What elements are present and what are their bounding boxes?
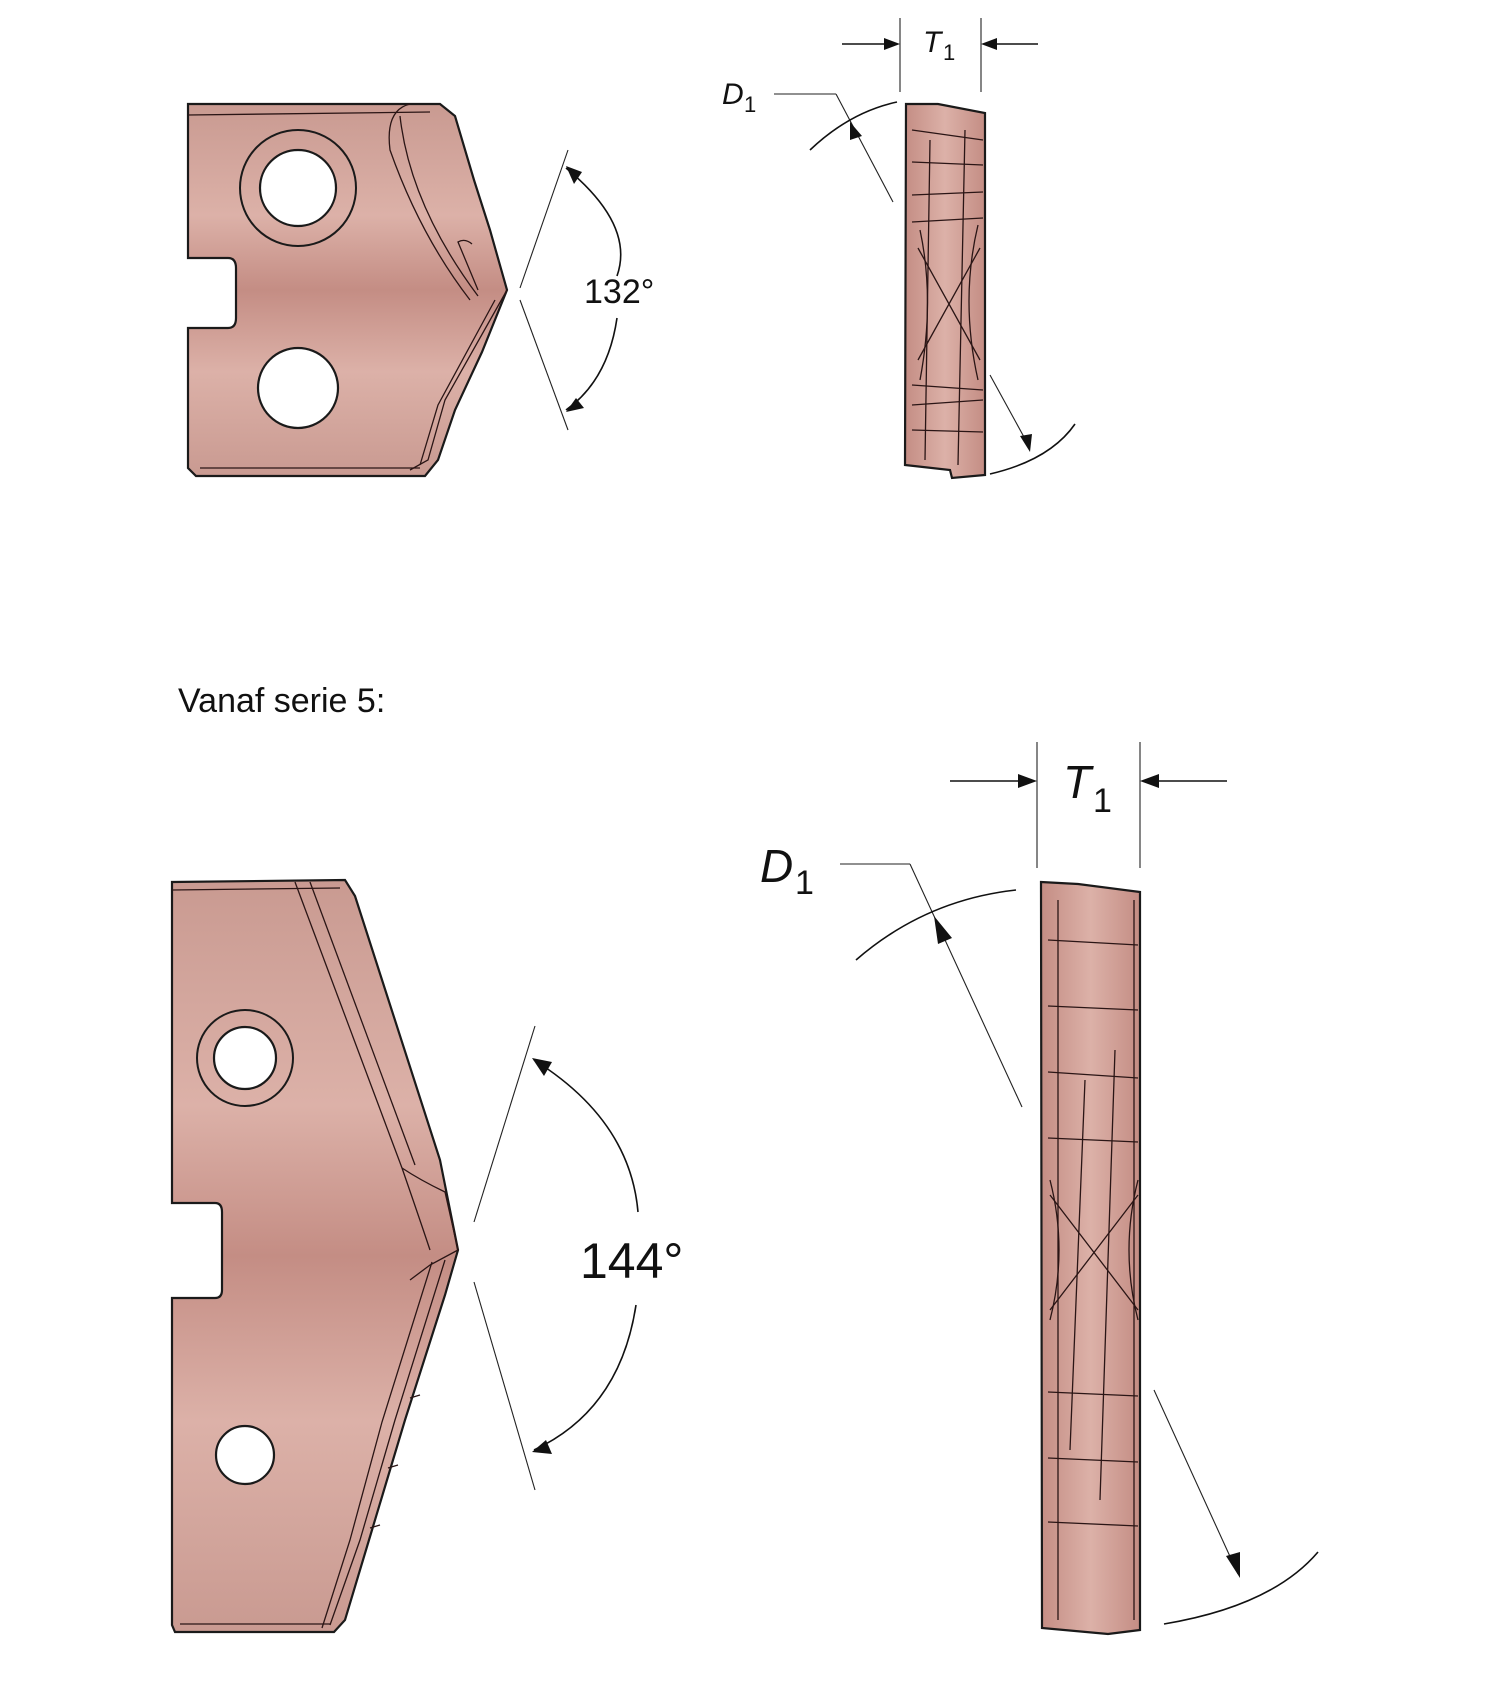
bottom-side-insert — [1039, 880, 1142, 1636]
mounting-hole — [214, 1424, 276, 1486]
top-side-insert — [903, 102, 987, 480]
thickness-label: T — [1063, 756, 1094, 808]
mounting-hole — [212, 1025, 278, 1091]
diameter-subscript: 1 — [795, 864, 814, 902]
diameter-subscript: 1 — [744, 92, 756, 117]
angle-label: 132° — [584, 273, 654, 311]
thickness-subscript: 1 — [943, 40, 955, 65]
section-heading: Vanaf serie 5: — [178, 682, 386, 720]
mounting-hole — [258, 148, 338, 228]
angle-label: 144° — [580, 1233, 683, 1289]
countersink-ring — [196, 1009, 294, 1107]
top-front-insert — [186, 102, 509, 478]
top-side-dimensions: T 1 D 1 — [722, 18, 1076, 475]
bottom-angle-dimension: 144° — [473, 1025, 683, 1491]
diameter-label: D — [722, 78, 744, 111]
diameter-label: D — [760, 840, 793, 892]
mounting-hole — [256, 346, 340, 430]
thickness-label: T — [923, 26, 944, 59]
bottom-side-dimensions: T 1 D 1 — [760, 742, 1319, 1625]
countersink-ring — [239, 129, 357, 247]
top-angle-dimension: 132° — [519, 149, 654, 431]
thickness-subscript: 1 — [1093, 782, 1112, 820]
bottom-front-insert — [170, 878, 460, 1634]
